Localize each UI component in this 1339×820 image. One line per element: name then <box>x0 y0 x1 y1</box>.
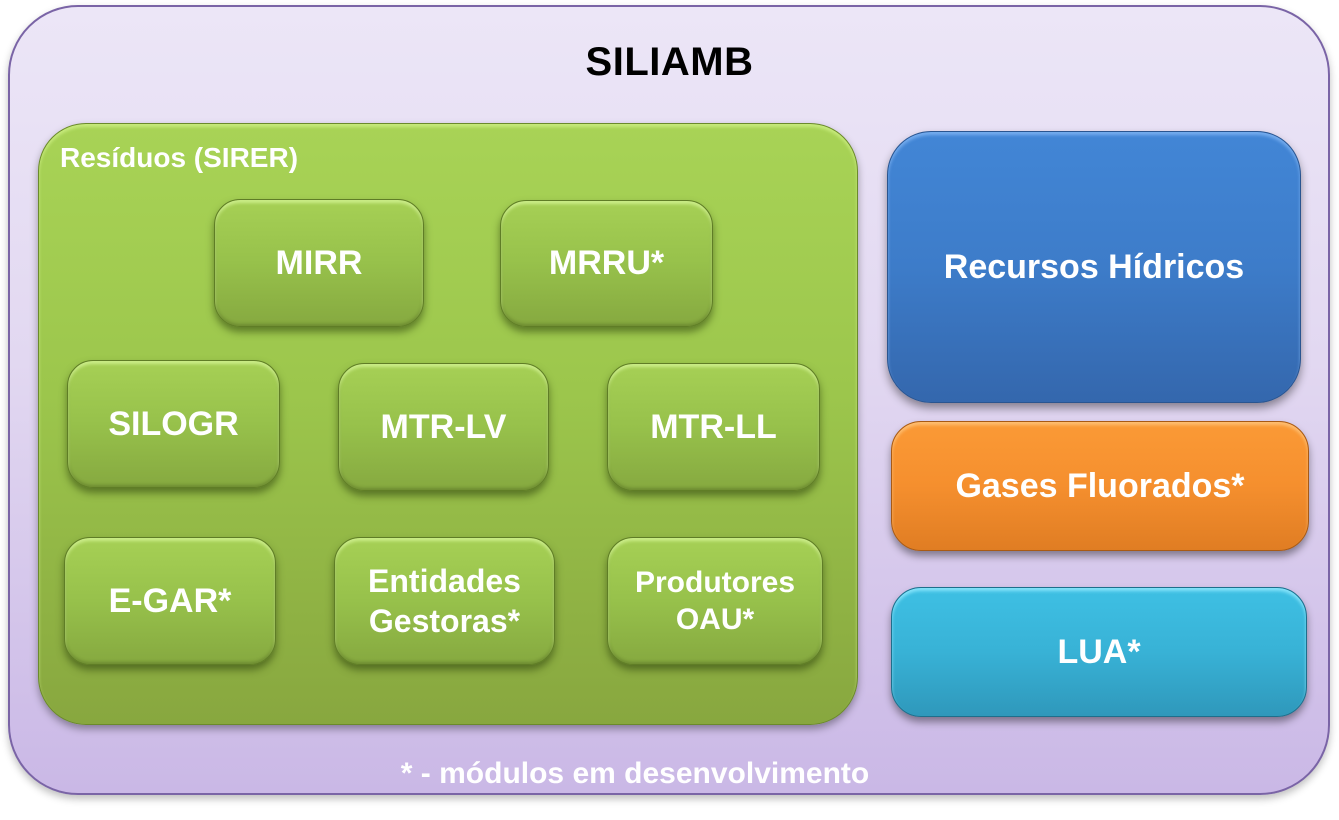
module-label-line2: OAU* <box>675 603 755 636</box>
module-label: LUA* <box>1057 632 1141 671</box>
module-label: Recursos Hídricos <box>943 247 1245 286</box>
module-label-line1: Produtores <box>634 565 796 599</box>
module-lua[interactable]: LUA* <box>891 587 1307 717</box>
module-e-gar[interactable]: E-GAR* <box>64 537 276 665</box>
module-produtores-oau[interactable]: Produtores OAU* <box>607 537 823 665</box>
module-silogr[interactable]: SILOGR <box>67 360 280 488</box>
module-mtr-ll[interactable]: MTR-LL <box>607 363 820 491</box>
module-gases-fluorados[interactable]: Gases Fluorados* <box>891 421 1309 551</box>
module-label: SILOGR <box>108 404 239 443</box>
module-mirr[interactable]: MIRR <box>214 199 424 327</box>
module-label-line2: Gestoras* <box>368 603 521 639</box>
module-label: E-GAR* <box>108 581 232 620</box>
diagram-title: SILIAMB <box>585 40 754 84</box>
module-mtr-lv[interactable]: MTR-LV <box>338 363 549 491</box>
module-label: MIRR <box>275 243 363 282</box>
module-label: MRRU* <box>548 244 665 283</box>
module-label: MTR-LL <box>650 407 777 446</box>
module-label: MTR-LV <box>380 407 507 446</box>
development-footnote: * - módulos em desenvolvimento <box>400 757 870 790</box>
module-label-line1: Entidades <box>368 563 521 599</box>
module-recursos-hidricos[interactable]: Recursos Hídricos <box>887 131 1301 403</box>
module-entidades-gestoras[interactable]: Entidades Gestoras* <box>334 537 555 665</box>
residuos-group-label: Resíduos (SIRER) <box>60 142 299 173</box>
module-label: Gases Fluorados* <box>955 466 1245 505</box>
module-mrru[interactable]: MRRU* <box>500 200 713 327</box>
